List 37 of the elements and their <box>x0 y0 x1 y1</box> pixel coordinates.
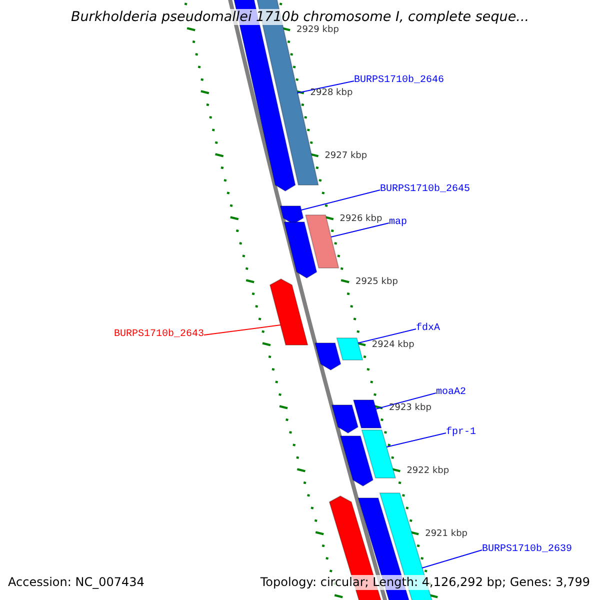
scale-label: 2928 kbp <box>310 88 353 99</box>
gene-label: map <box>389 217 408 229</box>
gene-feature <box>280 206 304 224</box>
gene-feature <box>331 404 358 434</box>
gene-label: moaA2 <box>436 387 466 399</box>
scale-label: 2921 kbp <box>425 529 468 540</box>
gene-label: BURPS1710b_2645 <box>380 184 470 196</box>
gene-label: fpr-1 <box>446 427 476 439</box>
leader-line <box>330 222 390 238</box>
gene-label: BURPS1710b_2646 <box>354 75 444 87</box>
scale-label: 2924 kbp <box>372 340 414 351</box>
gene-feature <box>340 436 374 486</box>
gene-feature <box>314 342 342 370</box>
scale-label: 2929 kbp <box>296 25 339 36</box>
gene-feature <box>270 278 308 346</box>
title: Burkholderia pseudomallei 1710b chromosome I, complete seque... <box>70 9 530 25</box>
leader-line <box>422 550 482 568</box>
summary-text: Topology: circular; Length: 4,126,292 bp; Genes: 3,799 <box>260 575 590 590</box>
gene-label: BURPS1710b_2643 <box>114 329 204 341</box>
gene-feature <box>336 338 364 360</box>
gene-feature <box>353 400 382 428</box>
leader-line <box>300 190 380 210</box>
leader-line <box>358 328 416 344</box>
gene-feature <box>305 214 340 268</box>
gene-label: BURPS1710b_2639 <box>482 544 572 556</box>
gene-feature <box>361 430 396 478</box>
scale-label: 2927 kbp <box>324 151 368 162</box>
leader-line <box>386 432 446 448</box>
scale-label: 2926 kbp <box>340 214 382 225</box>
scale-label: 2922 kbp <box>406 466 450 477</box>
accession-text: Accession: NC_007434 <box>8 575 144 590</box>
leader-line <box>204 324 281 336</box>
gene-label: fdxA <box>416 323 440 335</box>
leader-line <box>376 392 436 410</box>
scale-label: 2923 kbp <box>389 403 432 414</box>
leader-line <box>296 80 354 94</box>
scale-label: 2925 kbp <box>356 277 398 288</box>
